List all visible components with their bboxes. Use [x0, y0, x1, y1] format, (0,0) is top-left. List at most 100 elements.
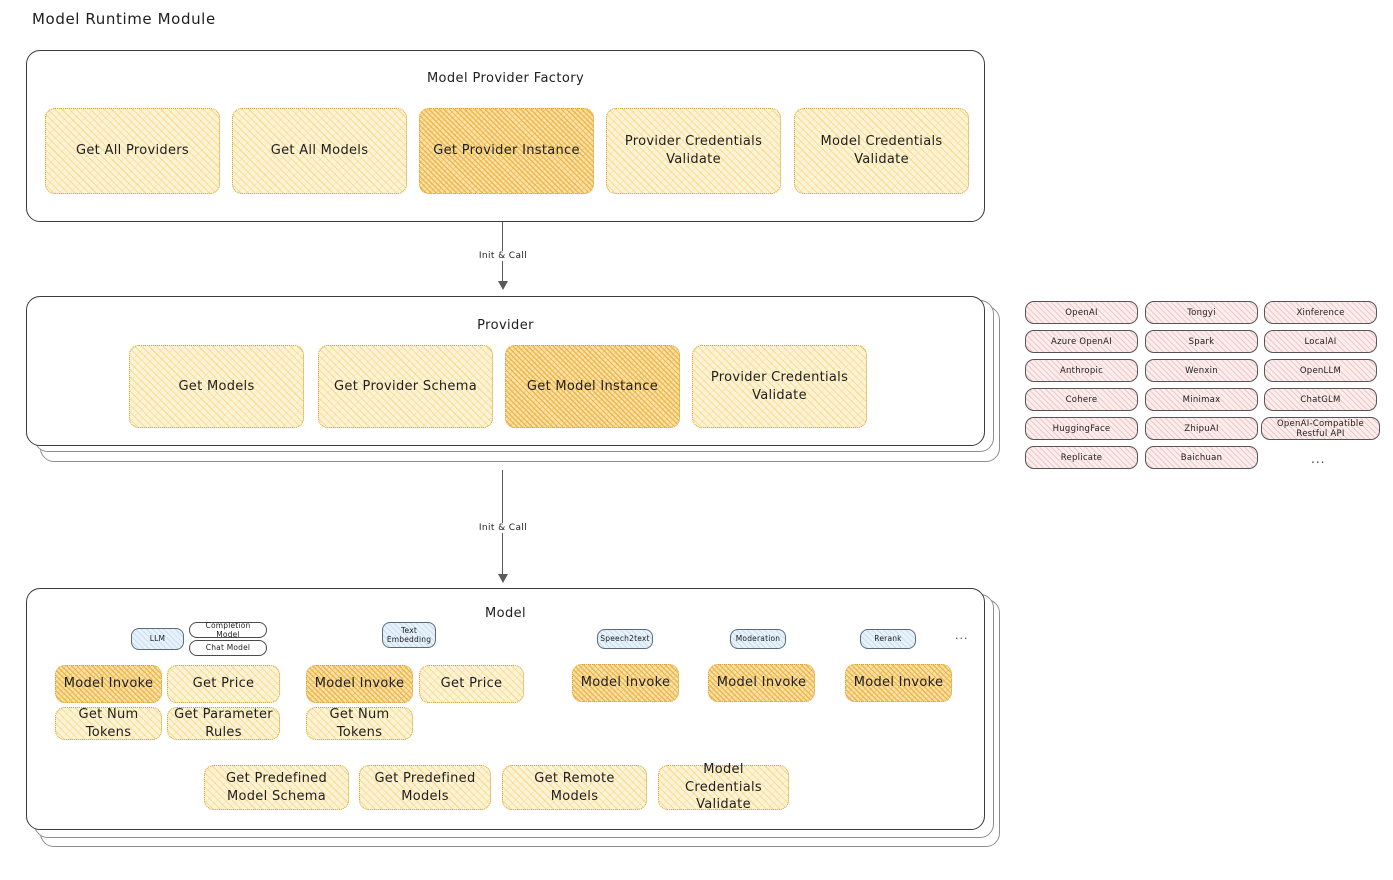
provider-chip-cohere[interactable]: Cohere [1025, 388, 1138, 411]
node-label: Model Credentials Validate [685, 762, 762, 813]
node-llm-get-parameter-rules[interactable]: Get Parameter Rules [167, 707, 280, 740]
provider-chip-openai[interactable]: OpenAI [1025, 301, 1138, 324]
node-label: Get Price [440, 676, 503, 692]
provider-chip-replicate[interactable]: Replicate [1025, 446, 1138, 469]
chip-label: Tongyi [1187, 307, 1216, 318]
node-label: Provider Credentials Validate [710, 369, 849, 403]
arrow-label-init-and-call-2: Init & Call [473, 523, 533, 533]
chip-label: ChatGLM [1300, 394, 1341, 405]
model-types-ellipsis: ... [955, 629, 969, 642]
chip-label: Replicate [1060, 452, 1103, 463]
badge-label: Chat Model [205, 643, 251, 653]
node-get-provider-instance[interactable]: Get Provider Instance [419, 108, 594, 194]
badge-completion-model[interactable]: Completion Model [189, 620, 267, 639]
badge-speech2text[interactable]: Speech2text [597, 629, 653, 649]
node-llm-get-price[interactable]: Get Price [167, 665, 280, 703]
node-get-provider-schema[interactable]: Get Provider Schema [318, 345, 493, 428]
provider-chip-localai[interactable]: LocalAI [1264, 330, 1377, 353]
node-get-predefined-models[interactable]: Get Predefined Models [359, 765, 491, 810]
node-model-credentials-validate-3[interactable]: Model Credentials Validate [658, 762, 789, 812]
badge-llm[interactable]: LLM [131, 628, 184, 650]
chip-label: OpenAI-Compatible Restful API [1276, 418, 1365, 439]
chip-label: Spark [1188, 336, 1215, 347]
chip-label: LocalAI [1304, 336, 1337, 347]
node-label: Provider Credentials Validate [624, 134, 763, 167]
badge-label: Moderation [735, 634, 781, 644]
provider-chip-anthropic[interactable]: Anthropic [1025, 359, 1138, 382]
provider-chip-azure-openai[interactable]: Azure OpenAI [1025, 330, 1138, 353]
badge-label: Text Embedding [386, 625, 432, 644]
chip-label: ZhipuAI [1184, 423, 1219, 434]
group-provider[interactable]: Provider Get Models Get Provider Schema … [26, 296, 985, 446]
chip-label: Xinference [1296, 307, 1345, 318]
node-label: Get Models [178, 378, 255, 394]
chip-label: Cohere [1065, 394, 1098, 405]
node-get-all-models[interactable]: Get All Models [232, 108, 407, 194]
node-label: Get All Providers [76, 143, 189, 159]
node-label: Model Invoke [716, 675, 807, 691]
badge-rerank[interactable]: Rerank [860, 629, 916, 649]
arrow-label-init-and-call-1: Init & Call [473, 251, 533, 261]
node-model-credentials-validate[interactable]: Model Credentials Validate [794, 108, 969, 194]
arrow-provider-to-model-head [498, 574, 508, 583]
node-text-embedding-get-price[interactable]: Get Price [419, 665, 524, 703]
provider-chip-spark[interactable]: Spark [1145, 330, 1258, 353]
node-label: Get Price [192, 676, 255, 692]
node-get-model-instance[interactable]: Get Model Instance [505, 345, 680, 428]
node-moderation-model-invoke[interactable]: Model Invoke [708, 664, 815, 702]
arrow-factory-to-provider-head [498, 281, 508, 290]
provider-chip-openai-compatible-restful-api[interactable]: OpenAI-Compatible Restful API [1261, 417, 1380, 440]
node-llm-get-num-tokens[interactable]: Get Num Tokens [55, 707, 162, 740]
provider-chip-wenxin[interactable]: Wenxin [1145, 359, 1258, 382]
node-label: Get Parameter Rules [174, 706, 273, 740]
node-label: Model Invoke [63, 676, 154, 692]
badge-label: Rerank [874, 634, 902, 644]
chip-label: Azure OpenAI [1051, 336, 1112, 347]
provider-chip-zhipuai[interactable]: ZhipuAI [1145, 417, 1258, 440]
provider-chip-chatglm[interactable]: ChatGLM [1264, 388, 1377, 411]
node-rerank-model-invoke[interactable]: Model Invoke [845, 664, 952, 702]
node-provider-credentials-validate[interactable]: Provider Credentials Validate [606, 108, 781, 194]
node-label: Model Invoke [853, 675, 944, 691]
group-model-provider-factory[interactable]: Model Provider Factory Get All Providers… [26, 50, 985, 222]
node-label: Get Remote Models [534, 770, 615, 804]
node-text-embedding-get-num-tokens[interactable]: Get Num Tokens [306, 707, 413, 740]
node-label: Get Predefined Models [374, 770, 476, 804]
group-title-provider: Provider [477, 318, 534, 333]
node-label: Get Num Tokens [78, 706, 139, 740]
node-text-embedding-model-invoke[interactable]: Model Invoke [306, 665, 413, 703]
node-label: Model Credentials Validate [820, 134, 943, 167]
chip-label: Minimax [1182, 394, 1221, 405]
provider-chip-xinference[interactable]: Xinference [1264, 301, 1377, 324]
node-provider-credentials-validate-2[interactable]: Provider Credentials Validate [692, 345, 867, 428]
provider-chip-baichuan[interactable]: Baichuan [1145, 446, 1258, 469]
chip-label: Baichuan [1180, 452, 1223, 463]
badge-chat-model[interactable]: Chat Model [189, 640, 267, 656]
node-speech2text-model-invoke[interactable]: Model Invoke [572, 664, 679, 702]
chip-label: OpenLLM [1299, 365, 1342, 376]
node-get-remote-models[interactable]: Get Remote Models [502, 765, 647, 810]
node-label: Model Invoke [580, 675, 671, 691]
group-model[interactable]: Model LLM Completion Model Chat Model Mo… [26, 588, 985, 830]
badge-label: Completion Model [205, 620, 251, 639]
node-llm-model-invoke[interactable]: Model Invoke [55, 665, 162, 703]
chip-label: Wenxin [1185, 365, 1218, 376]
node-label: Get Num Tokens [329, 706, 390, 740]
provider-chip-minimax[interactable]: Minimax [1145, 388, 1258, 411]
provider-chip-huggingface[interactable]: HuggingFace [1025, 417, 1138, 440]
provider-chip-openllm[interactable]: OpenLLM [1264, 359, 1377, 382]
node-label: Model Invoke [314, 676, 405, 692]
badge-moderation[interactable]: Moderation [730, 629, 786, 649]
node-label: Get All Models [270, 143, 369, 159]
node-get-all-providers[interactable]: Get All Providers [45, 108, 220, 194]
node-get-models[interactable]: Get Models [129, 345, 304, 428]
node-get-predefined-model-schema[interactable]: Get Predefined Model Schema [204, 765, 349, 810]
chip-label: OpenAI [1065, 307, 1098, 318]
badge-label: LLM [149, 634, 166, 644]
badge-text-embedding[interactable]: Text Embedding [382, 622, 436, 648]
group-title-model: Model [484, 606, 527, 621]
chip-label: Anthropic [1059, 365, 1104, 376]
node-label: Get Predefined Model Schema [225, 770, 328, 804]
provider-chip-tongyi[interactable]: Tongyi [1145, 301, 1258, 324]
